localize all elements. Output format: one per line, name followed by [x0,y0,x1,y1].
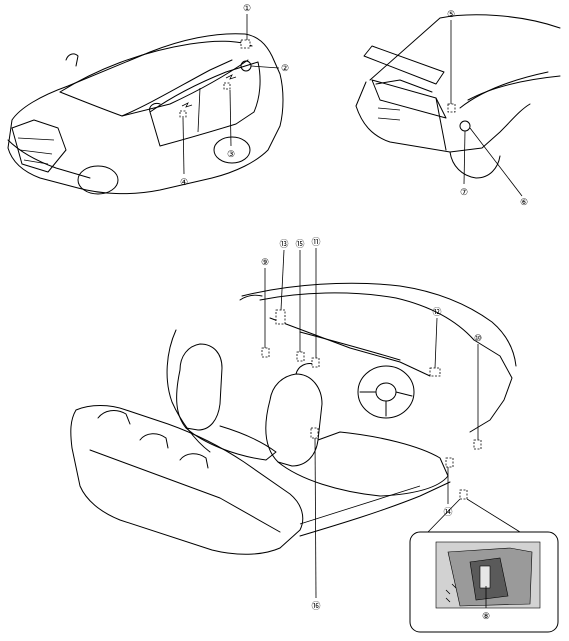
callout-6: ⑥ [520,197,528,207]
callout-12: ⑫ [432,307,441,317]
vehicle-exterior-front-view [7,14,284,195]
callout-8: ⑧ [482,611,490,621]
callout-1: ① [243,3,251,13]
callout-4: ④ [180,177,188,187]
callout-7: ⑦ [460,187,468,197]
callout-16: ⑯ [311,601,320,611]
callout-14: ⑭ [443,507,452,517]
callout-13: ⑬ [279,239,288,249]
callout-10: ⑩ [474,333,482,343]
callout-labels: ① ② ③ ④ ⑤ ⑥ ⑦ ⑧ ⑨ ⑩ ⑪ ⑫ ⑬ ⑭ ⑮ ⑯ [180,3,528,621]
callout-2: ② [281,63,289,73]
vehicle-rear-tailgate-view [355,14,561,197]
callout-3: ③ [227,149,235,159]
callout-15: ⑮ [295,239,304,249]
callout-11: ⑪ [311,237,320,247]
inset-detail-switch [409,498,559,633]
callout-5: ⑤ [447,9,455,19]
cabin-interior-view [70,248,517,599]
callout-9: ⑨ [261,257,269,267]
